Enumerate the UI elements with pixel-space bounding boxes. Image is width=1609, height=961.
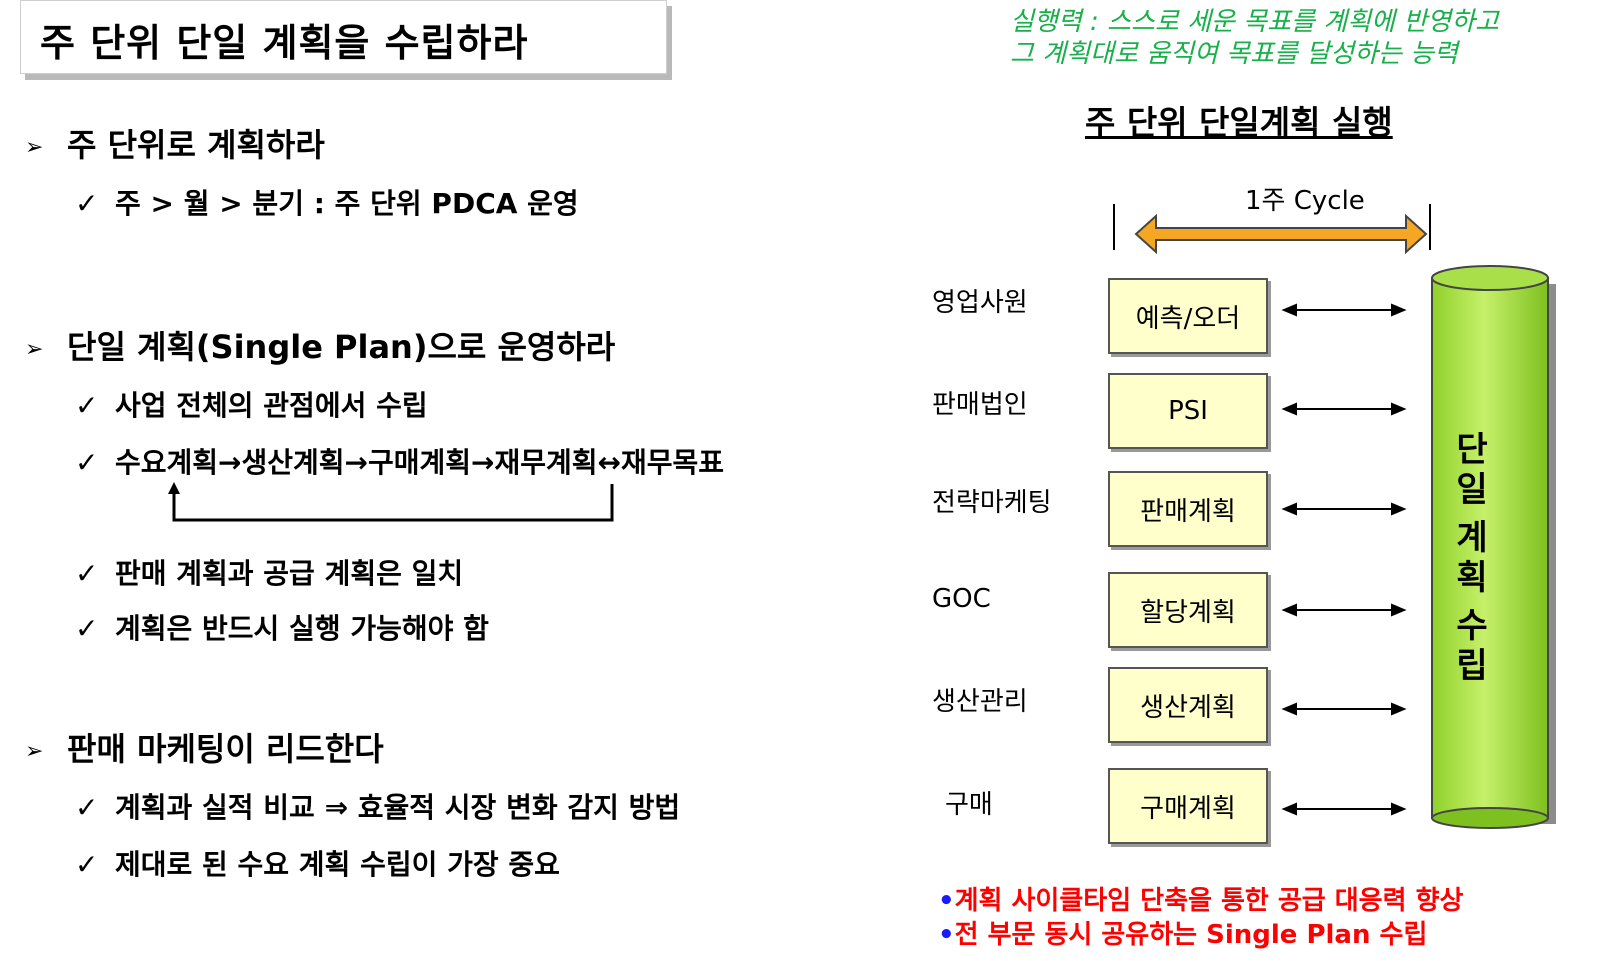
check-icon: ✓ — [75, 446, 99, 479]
check-icon: ✓ — [75, 187, 99, 220]
single-plan-cylinder — [1431, 265, 1556, 829]
list-item: ✓ 계획과 실적 비교 ⇒ 효율적 시장 변화 감지 방법 — [75, 786, 680, 826]
list-item: ✓ 주 > 월 > 분기 : 주 단위 PDCA 운영 — [75, 182, 579, 222]
row-label: 생산관리 — [932, 687, 1028, 717]
arrow-bullet-icon: ➢ — [25, 336, 44, 362]
item-text: 수요계획→생산계획→구매계획→재무계획↔재무목표 — [115, 446, 725, 479]
motto-text: 실행력 : 스스로 세운 목표를 계획에 반영하고 그 계획대로 움직여 목표를… — [1010, 6, 1499, 70]
check-icon: ✓ — [75, 791, 99, 824]
row-label: 판매법인 — [932, 390, 1028, 420]
heading-text: 단일 계획(Single Plan)으로 운영하라 — [67, 328, 616, 366]
note-text: 계획 사이클타임 단축을 통한 공급 대응력 향상 — [954, 886, 1464, 916]
feedback-arrow — [168, 482, 614, 522]
list-item: ✓ 사업 전체의 관점에서 수립 — [75, 384, 428, 424]
note-2: •전 부문 동시 공유하는 Single Plan 수립 — [938, 914, 1427, 951]
plan-box: PSI — [1108, 373, 1268, 449]
bullet-icon: • — [938, 886, 955, 916]
row-label: 영업사원 — [932, 288, 1028, 318]
arrow-bullet-icon: ➢ — [25, 738, 44, 764]
list-item: ✓ 계획은 반드시 실행 가능해야 함 — [75, 607, 489, 647]
item-text: 계획과 실적 비교 ⇒ 효율적 시장 변화 감지 방법 — [115, 791, 681, 824]
double-arrow — [1281, 303, 1407, 317]
double-arrow — [1281, 402, 1407, 416]
arrow-bullet-icon: ➢ — [25, 134, 44, 160]
section-heading-2: ➢ 단일 계획(Single Plan)으로 운영하라 — [25, 322, 615, 368]
item-text: 주 > 월 > 분기 : 주 단위 PDCA 운영 — [115, 187, 579, 220]
section-heading-1: ➢ 주 단위로 계획하라 — [25, 120, 325, 166]
row-label: 구매 — [945, 790, 993, 820]
diagram-title: 주 단위 단일계획 실행 — [1085, 103, 1393, 142]
page-title: 주 단위 단일 계획을 수립하라 — [40, 21, 529, 65]
row-label: GOC — [932, 584, 991, 614]
double-arrow — [1281, 603, 1407, 617]
list-item: ✓ 제대로 된 수요 계획 수립이 가장 중요 — [75, 843, 560, 883]
list-item: ✓ 판매 계획과 공급 계획은 일치 — [75, 552, 463, 592]
connector-arrows — [1281, 303, 1407, 816]
item-text: 판매 계획과 공급 계획은 일치 — [115, 557, 464, 590]
motto-line-2: 그 계획대로 움직여 목표를 달성하는 능력 — [1010, 39, 1458, 69]
double-arrow — [1281, 802, 1407, 816]
item-text: 계획은 반드시 실행 가능해야 함 — [115, 612, 489, 645]
motto-line-1: 실행력 : 스스로 세운 목표를 계획에 반영하고 — [1010, 7, 1499, 37]
title-box — [20, 0, 667, 74]
heading-text: 주 단위로 계획하라 — [67, 126, 325, 164]
plan-box: 구매계획 — [1108, 768, 1268, 844]
bullet-icon: • — [938, 920, 955, 950]
plan-box: 할당계획 — [1108, 572, 1268, 648]
cycle-label: 1주 Cycle — [1245, 186, 1365, 216]
note-text: 전 부문 동시 공유하는 Single Plan 수립 — [954, 920, 1428, 950]
plan-box: 예측/오더 — [1108, 278, 1268, 354]
double-arrow — [1281, 702, 1407, 716]
check-icon: ✓ — [75, 848, 99, 881]
check-icon: ✓ — [75, 612, 99, 645]
check-icon: ✓ — [75, 557, 99, 590]
double-arrow — [1281, 502, 1407, 516]
cycle-arrow — [1113, 204, 1431, 255]
row-label: 전략마케팅 — [932, 488, 1052, 518]
heading-text: 판매 마케팅이 리드한다 — [67, 730, 384, 768]
item-text: 제대로 된 수요 계획 수립이 가장 중요 — [115, 848, 560, 881]
note-1: •계획 사이클타임 단축을 통한 공급 대응력 향상 — [938, 880, 1463, 917]
item-text: 사업 전체의 관점에서 수립 — [115, 389, 428, 422]
plan-box: 판매계획 — [1108, 471, 1268, 547]
section-heading-3: ➢ 판매 마케팅이 리드한다 — [25, 724, 384, 770]
plan-box: 생산계획 — [1108, 667, 1268, 743]
check-icon: ✓ — [75, 389, 99, 422]
list-item: ✓ 수요계획→생산계획→구매계획→재무계획↔재무목표 — [75, 441, 724, 481]
